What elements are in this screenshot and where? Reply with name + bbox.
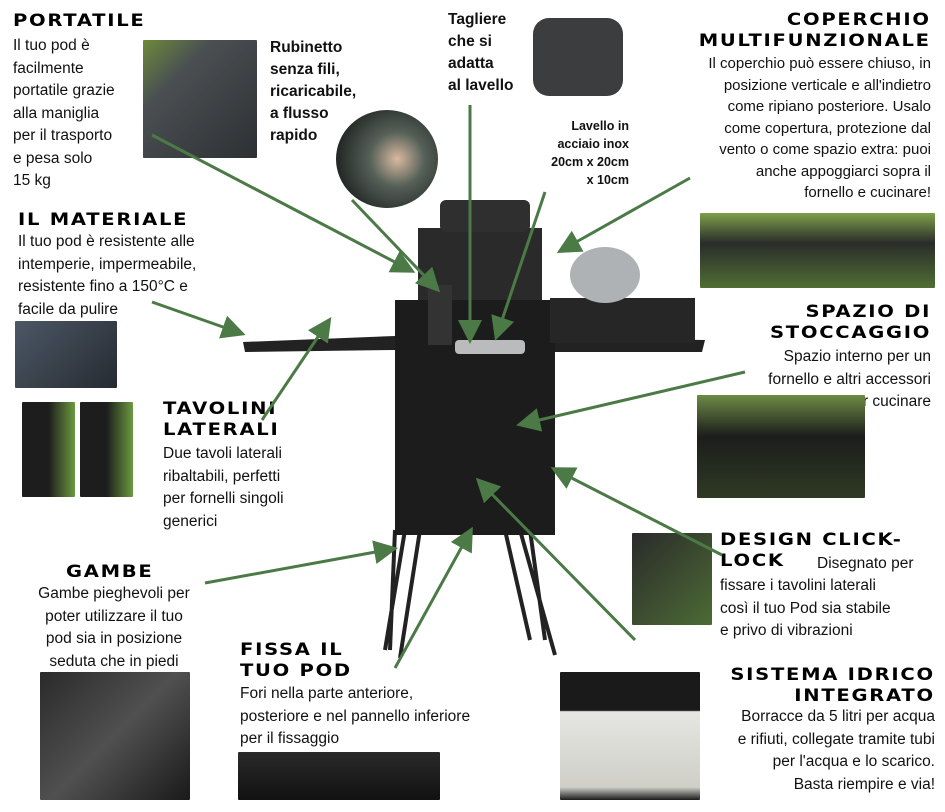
portatile-title: Portatile	[13, 11, 146, 31]
kettle	[570, 247, 640, 303]
pod-lid-top	[440, 200, 530, 232]
portatile-text: Il tuo pod è facilmente portatile grazie…	[13, 37, 115, 189]
gambe-title: Gambe	[66, 562, 154, 582]
left-side-table	[243, 336, 395, 352]
material-photo	[15, 321, 117, 388]
pod-legs	[383, 529, 557, 659]
water-system-photo	[560, 672, 700, 800]
cutting-board-image	[533, 18, 623, 96]
sink	[455, 340, 525, 354]
idrico-text: Borracce da 5 litri per acqua e rifiuti,…	[737, 708, 935, 793]
tavolini-text: Due tavoli laterali ribaltabili, perfett…	[163, 445, 284, 530]
gambe-text: Gambe pieghevoli per poter utilizzare il…	[38, 585, 190, 670]
legs-photo	[40, 672, 190, 800]
clicklock-text: fissare i tavolini laterali così il tuo …	[720, 577, 891, 639]
clicklock-inline-text: Disegnato per	[817, 555, 914, 572]
stove	[550, 298, 695, 343]
side-table-photo-1	[22, 402, 75, 497]
coperchio-text: Il coperchio può essere chiuso, in posiz…	[708, 55, 931, 201]
clicklock-title: Design click- lock	[720, 530, 903, 571]
clicklock-block: Design click- lock	[720, 530, 935, 572]
materiale-title: Il materiale	[18, 210, 189, 230]
pod-body	[395, 300, 555, 535]
fissa-title: Fissa il tuo pod	[240, 640, 352, 681]
faucet	[428, 285, 452, 345]
stoccaggio-title: Spazio di stoccaggio	[769, 302, 931, 343]
lid-positions-photo	[700, 213, 935, 288]
idrico-title: Sistema idrico integrato	[730, 665, 935, 706]
fissa-text: Fori nella parte anteriore, posteriore e…	[240, 685, 471, 747]
tavolini-title: Tavolini laterali	[163, 399, 280, 440]
stoccaggio-text: Spazio interno per un fornello e altri a…	[768, 348, 931, 410]
side-table-photo-2	[80, 402, 133, 497]
fixing-photo	[238, 752, 440, 800]
tagliere-text: Tagliere che si adatta al lavello	[448, 11, 514, 94]
coperchio-title: Coperchio multifunzionale	[698, 10, 931, 51]
